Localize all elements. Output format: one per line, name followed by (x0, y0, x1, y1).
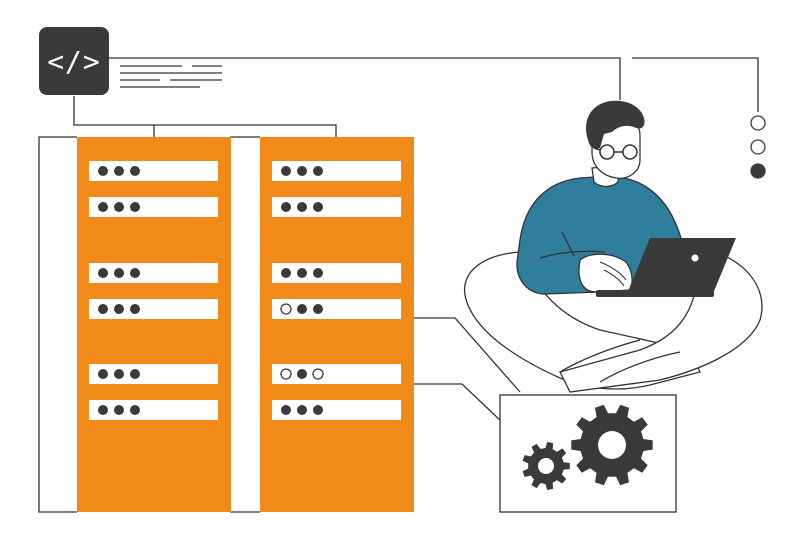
server-slot-panel (272, 263, 401, 283)
server-slot-panel (272, 197, 401, 217)
status-led-icon (114, 268, 124, 278)
server-slot-panel (272, 161, 401, 181)
server-slot (272, 263, 401, 283)
status-led-icon (313, 166, 323, 176)
status-led-icon (280, 303, 292, 315)
status-led-icon (280, 368, 292, 380)
status-led-icon (281, 268, 291, 278)
status-led-icon (281, 166, 291, 176)
connector-to-status-dots (632, 57, 759, 112)
status-led-icon (130, 166, 140, 176)
status-led-icon (114, 202, 124, 212)
server-slot-panel (89, 400, 218, 420)
code-badge (39, 27, 109, 95)
status-led-icon (98, 304, 108, 314)
code-icon: </> (47, 44, 101, 78)
status-led-icon (313, 268, 323, 278)
person-with-laptop (463, 100, 763, 393)
server-slot-panel (89, 263, 218, 283)
code-text-lines-icon (120, 65, 222, 88)
server-slot (272, 197, 401, 217)
rack-body (77, 137, 231, 512)
status-led-icon (114, 405, 124, 415)
gear-icon-large (571, 404, 653, 486)
arm-crease (561, 231, 575, 257)
status-led-icon (312, 368, 324, 380)
server-slot-panel (89, 197, 218, 217)
rack-frame (38, 136, 260, 513)
server-slot (89, 161, 218, 181)
status-led-icon (114, 166, 124, 176)
server-slot (89, 197, 218, 217)
server-slot-panel (89, 161, 218, 181)
status-led-icon (130, 202, 140, 212)
glasses-icon (593, 144, 638, 160)
server-slot (272, 400, 401, 420)
status-led-icon (297, 405, 307, 415)
server-slot (89, 364, 218, 384)
status-led-icon (313, 405, 323, 415)
status-dot-icon (750, 115, 766, 131)
status-led-icon (114, 369, 124, 379)
status-led-icon (114, 304, 124, 314)
status-dot-icon (750, 163, 766, 179)
server-slot-panel (272, 364, 401, 384)
connector-code-to-person (109, 57, 621, 100)
gears-group (522, 404, 653, 490)
status-led-icon (98, 369, 108, 379)
status-indicator-dots (750, 115, 766, 179)
server-slot (272, 364, 401, 384)
status-led-icon (297, 166, 307, 176)
server-slot (89, 263, 218, 283)
status-led-icon (130, 268, 140, 278)
server-slot-panel (272, 400, 401, 420)
laptop-icon (596, 238, 736, 297)
server-slot-panel (89, 299, 218, 319)
status-led-icon (98, 202, 108, 212)
server-slot (89, 400, 218, 420)
server-slot (89, 299, 218, 319)
status-led-icon (297, 268, 307, 278)
rack-body (260, 137, 414, 512)
server-rack-2 (260, 137, 414, 512)
status-led-icon (297, 369, 307, 379)
status-led-icon (130, 369, 140, 379)
gear-icon-small (522, 442, 570, 490)
status-led-icon (98, 166, 108, 176)
status-led-icon (130, 304, 140, 314)
status-led-icon (313, 202, 323, 212)
hand (578, 253, 633, 293)
server-slot (272, 299, 401, 319)
connector-code-to-racks (73, 96, 337, 137)
hair (586, 100, 645, 149)
server-rack-1 (77, 137, 231, 512)
server-slot-panel (89, 364, 218, 384)
status-led-icon (130, 405, 140, 415)
laptop-logo-icon (691, 254, 699, 262)
status-led-icon (313, 304, 323, 314)
status-led-icon (297, 304, 307, 314)
server-slot-panel (272, 299, 401, 319)
server-racks (77, 137, 414, 512)
status-dot-icon (750, 139, 766, 155)
status-led-icon (281, 202, 291, 212)
status-led-icon (98, 268, 108, 278)
status-led-icon (98, 405, 108, 415)
status-led-icon (281, 405, 291, 415)
status-led-icon (297, 202, 307, 212)
server-slot (272, 161, 401, 181)
